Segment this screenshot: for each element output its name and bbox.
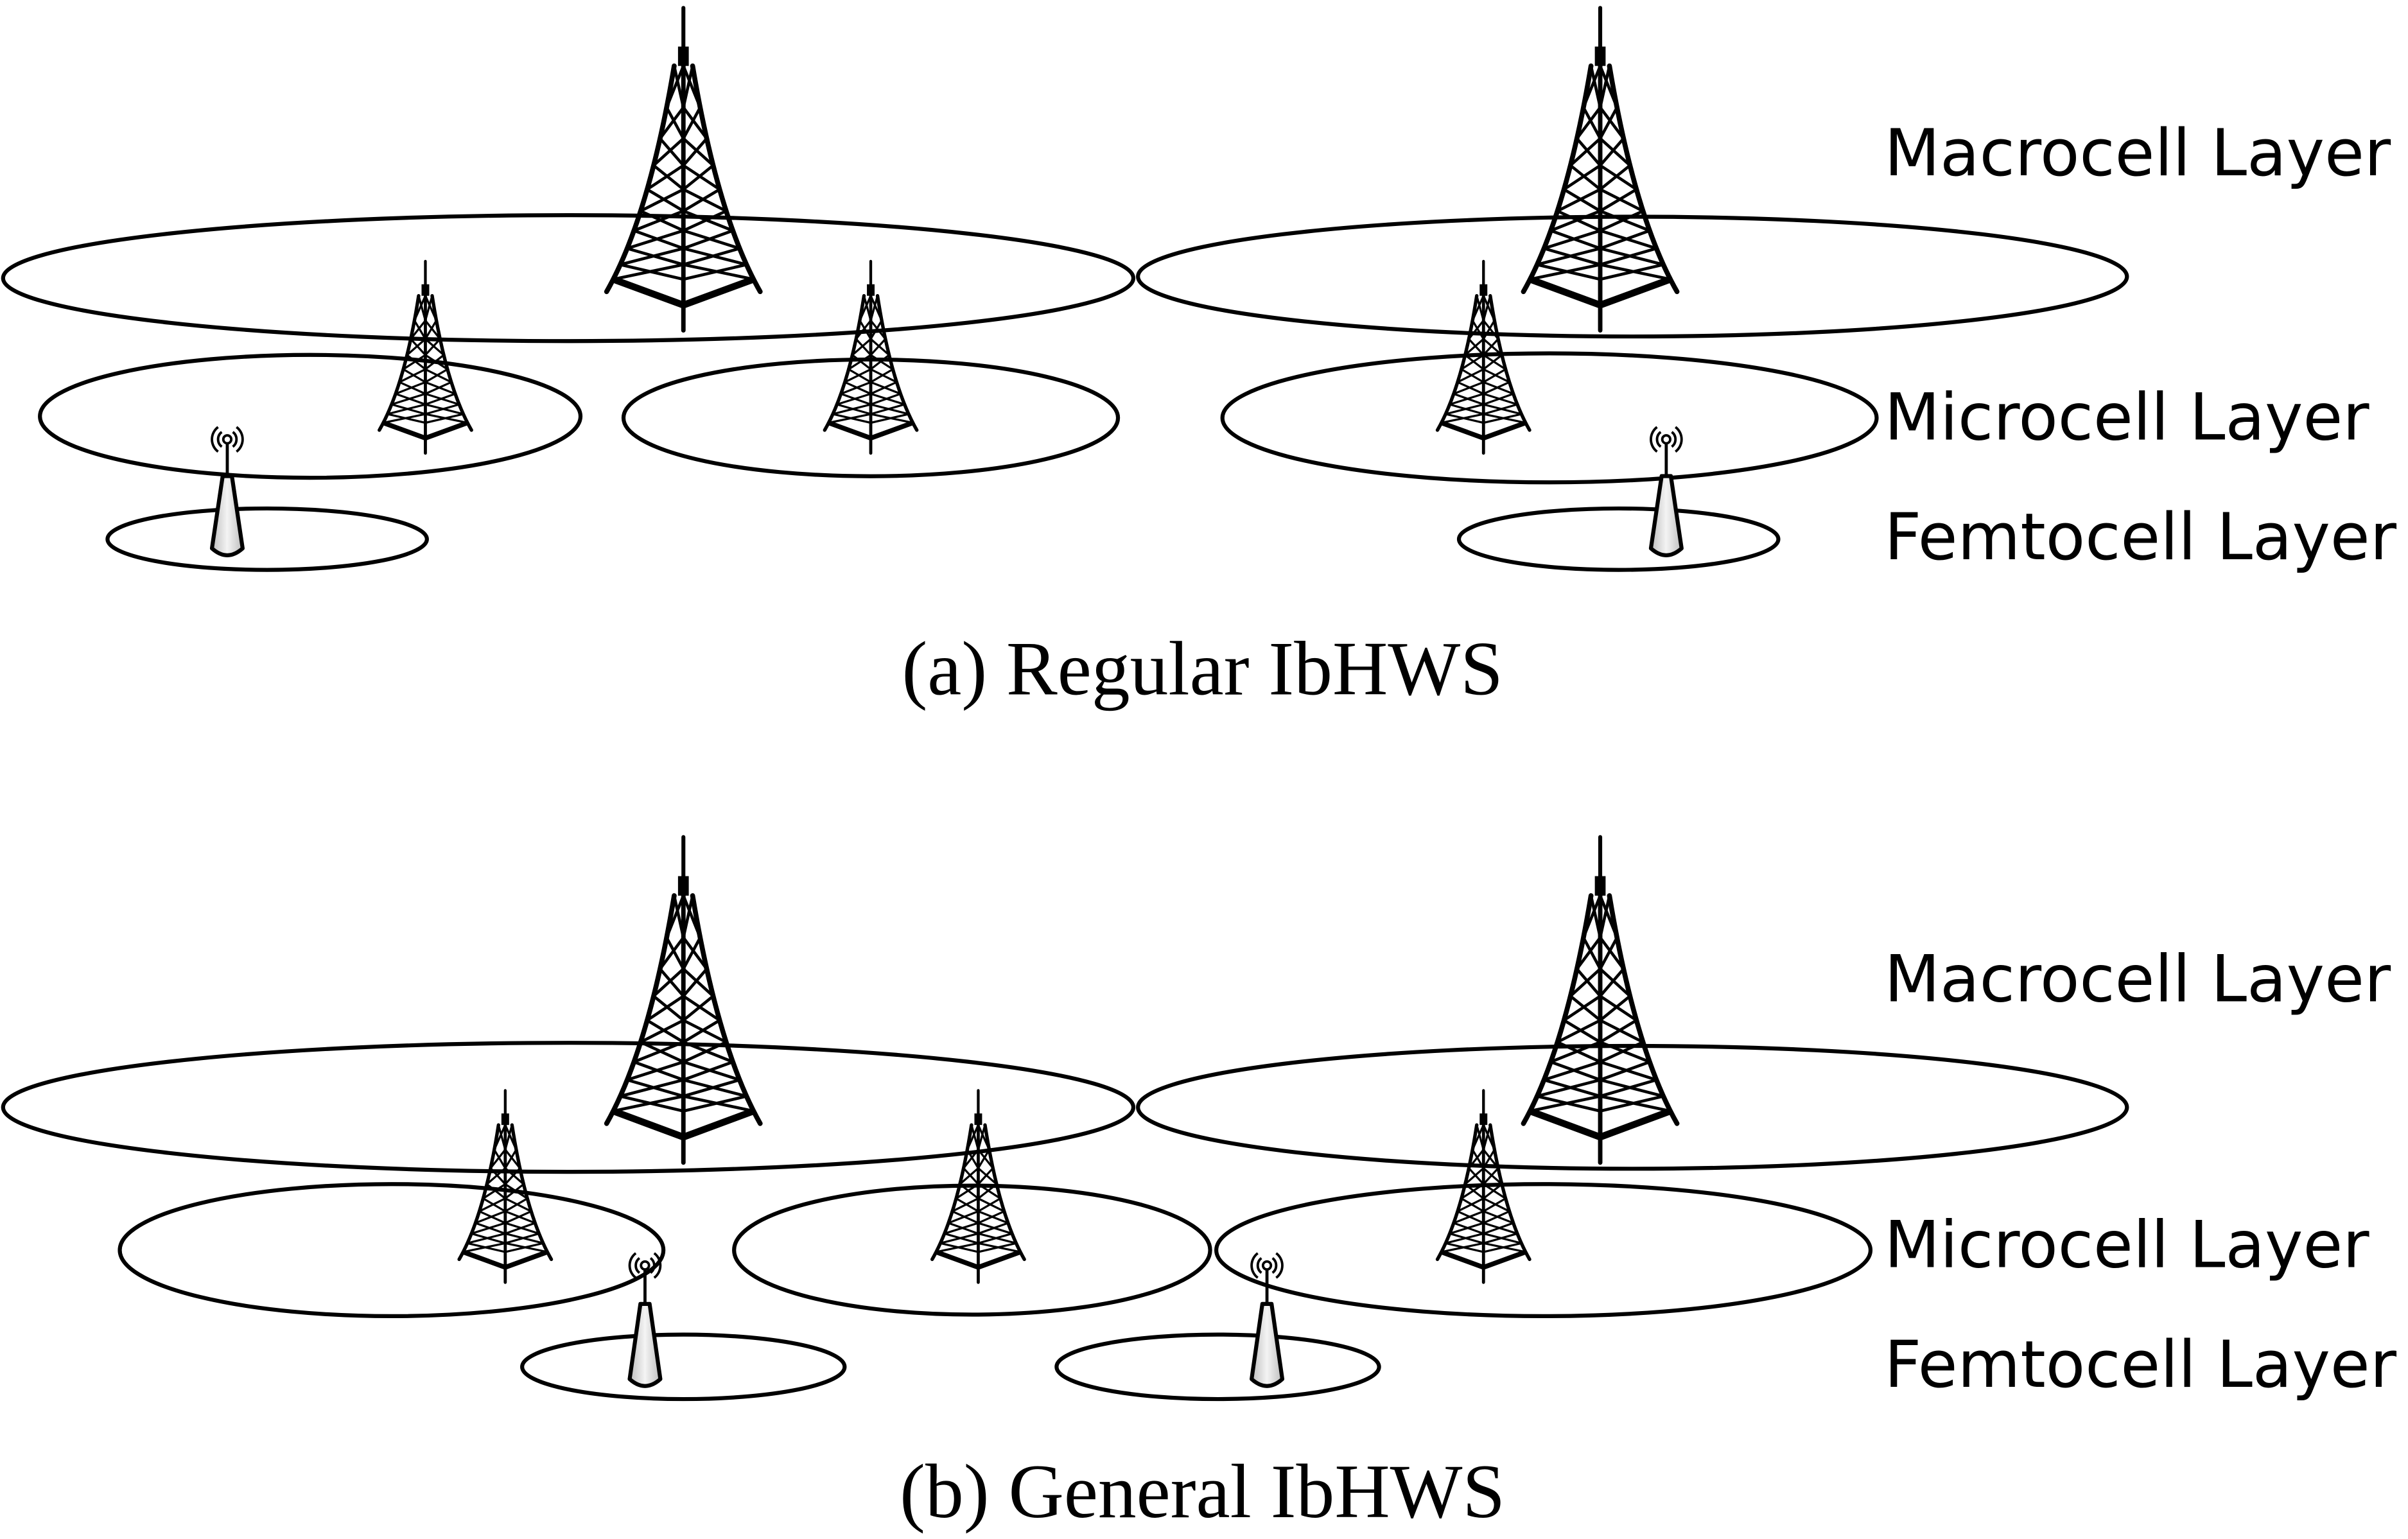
- femto-antenna-icon: [209, 426, 245, 557]
- panel-a-caption: (a) Regular IbHWS: [902, 625, 1503, 711]
- micro-tower-icon: [378, 259, 473, 455]
- micro-tower-icon: [1435, 259, 1531, 455]
- macro-tower-icon: [604, 835, 763, 1165]
- microcell-layer-label: Microcell Layer: [1884, 1207, 2369, 1282]
- femtocell-layer-label: Femtocell Layer: [1884, 500, 2396, 575]
- macrocell-coverage: [1136, 1043, 2129, 1171]
- femtocell-coverage: [105, 506, 429, 572]
- micro-tower-icon: [457, 1089, 554, 1284]
- macro-tower-icon: [1521, 835, 1680, 1165]
- femtocell-layer-label: Femtocell Layer: [1884, 1327, 2396, 1402]
- macrocell-layer-label: Macrocell Layer: [1884, 116, 2391, 191]
- micro-tower-icon: [823, 259, 919, 455]
- femto-antenna-icon: [1250, 1252, 1285, 1388]
- panel-a: Macrocell Layer Microcell Layer Femtocel…: [1, 6, 2397, 711]
- microcell-layer-label: Microcell Layer: [1884, 379, 2369, 455]
- microcell-coverage: [732, 1183, 1212, 1317]
- macro-tower-icon: [604, 6, 763, 333]
- panel-b-caption: (b) General IbHWS: [900, 1448, 1505, 1534]
- femto-antenna-icon: [1648, 426, 1684, 557]
- femto-antenna-icon: [627, 1252, 663, 1388]
- macrocell-layer-label: Macrocell Layer: [1884, 942, 2391, 1017]
- macrocell-coverage: [1, 1041, 1136, 1174]
- macrocell-coverage: [1, 213, 1136, 343]
- microcell-coverage: [1220, 351, 1879, 485]
- panel-b: Macrocell Layer Microcell Layer Femtocel…: [1, 835, 2397, 1534]
- micro-tower-icon: [930, 1089, 1026, 1284]
- femtocell-coverage: [1456, 506, 1781, 572]
- femtocell-coverage: [1054, 1332, 1381, 1402]
- microcell-coverage: [1214, 1182, 1873, 1319]
- microcell-coverage: [118, 1182, 666, 1319]
- femtocell-coverage: [520, 1332, 847, 1402]
- micro-tower-icon: [1435, 1089, 1531, 1284]
- macrocell-coverage: [1136, 214, 2129, 339]
- macro-tower-icon: [1521, 6, 1680, 333]
- microcell-coverage: [38, 352, 583, 480]
